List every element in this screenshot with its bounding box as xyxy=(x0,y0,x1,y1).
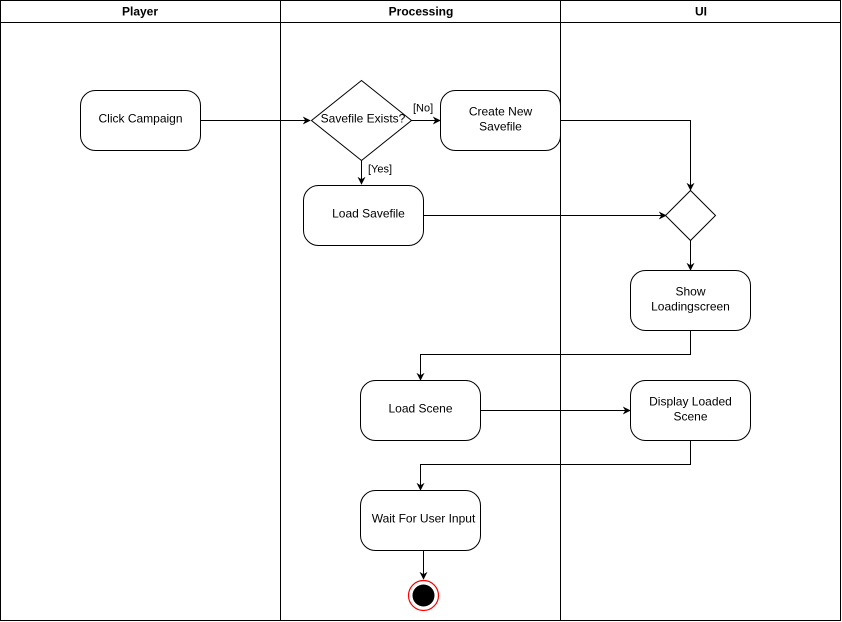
edges: [No] [Yes] xyxy=(200,103,695,580)
label-line: Create New xyxy=(469,105,533,119)
edge-loadingscreen-to-loadscene xyxy=(416,330,691,381)
label-line: Savefile Exists? xyxy=(321,112,406,126)
edge-label-yes: [Yes] xyxy=(368,164,392,176)
edge-create-to-merge xyxy=(560,120,695,191)
label-line: Loadingscreen xyxy=(651,300,730,314)
final-node[interactable] xyxy=(407,579,440,612)
decision-savefile-exists-label: Savefile Exists? xyxy=(321,112,406,126)
label-line: Click Campaign xyxy=(98,112,182,126)
node-click-campaign[interactable]: Click Campaign xyxy=(80,90,201,151)
nodes: Click Campaign Savefile Exists? Create N… xyxy=(80,79,751,612)
node-wait-for-user-input-label: Wait For User Input xyxy=(372,512,476,526)
edge-display-to-wait xyxy=(416,440,691,491)
decision-savefile-exists[interactable]: Savefile Exists? xyxy=(310,79,413,162)
lane-title-processing: Processing xyxy=(389,5,454,19)
node-wait-for-user-input[interactable]: Wait For User Input xyxy=(360,490,481,551)
edge-label-no: [No] xyxy=(413,103,433,115)
node-load-savefile[interactable]: Load Savefile xyxy=(303,185,424,246)
final-node-dot xyxy=(412,584,435,607)
label-line: Wait For User Input xyxy=(372,512,476,526)
node-click-campaign-label: Click Campaign xyxy=(98,112,182,126)
lane-title-player: Player xyxy=(122,5,158,19)
label-line: Load Scene xyxy=(388,402,452,416)
label-line: Savefile xyxy=(479,120,522,134)
node-load-scene-label: Load Scene xyxy=(388,402,452,416)
node-load-scene[interactable]: Load Scene xyxy=(360,380,481,441)
label-line: Load Savefile xyxy=(332,207,405,221)
node-load-savefile-label: Load Savefile xyxy=(332,207,405,221)
lane-title-ui: UI xyxy=(695,5,707,19)
label-line: Scene xyxy=(673,410,707,424)
label-line: Show xyxy=(675,285,705,299)
label-line: Display Loaded xyxy=(649,395,732,409)
merge-node[interactable] xyxy=(664,189,717,242)
